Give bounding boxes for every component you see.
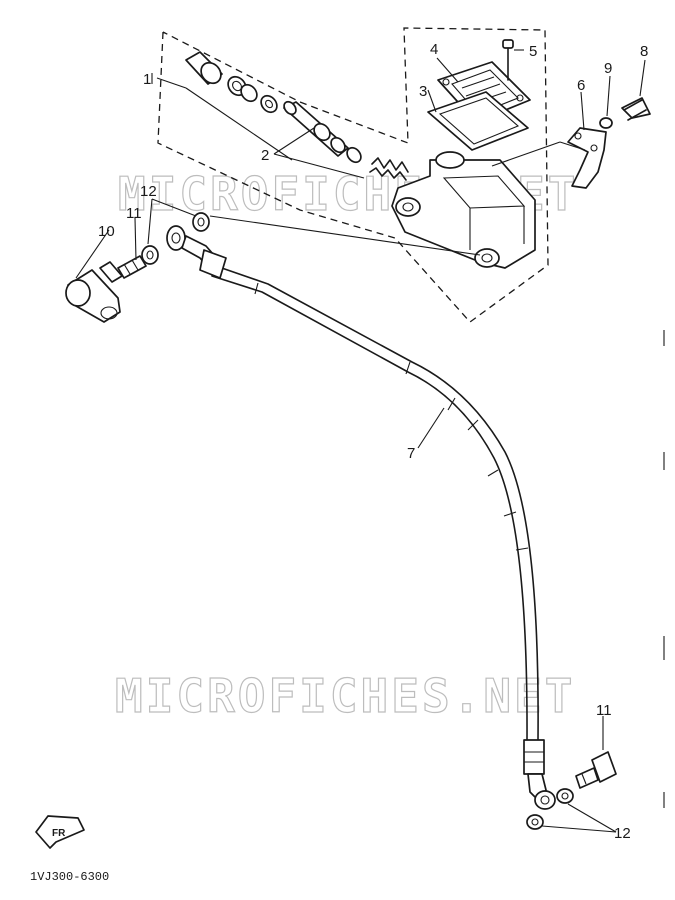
- callout-4: 4: [430, 41, 438, 58]
- banjo-fitting-bottom: [534, 790, 556, 810]
- drawing-code: 1VJ300-6300: [30, 870, 109, 884]
- callout-1: 1: [143, 71, 151, 88]
- callout-9: 9: [604, 60, 612, 77]
- reservoir-cap: [427, 61, 531, 151]
- copper-washers-bottom: [526, 788, 574, 830]
- callout-2: 2: [261, 147, 269, 164]
- assembly-1-boundary: [157, 27, 549, 323]
- callout-11-bottom: 11: [596, 702, 612, 719]
- piston-kit: [185, 51, 409, 181]
- watermark-bottom: MICROFICHES.NET: [115, 669, 575, 723]
- callout-5: 5: [529, 43, 537, 60]
- callout-11-top: 11: [126, 205, 142, 222]
- master-cylinder-holder: [567, 127, 607, 189]
- holder-bolt: [621, 97, 651, 121]
- callout-12-bottom: 12: [614, 825, 631, 842]
- union-bolt-bottom: [575, 751, 617, 789]
- cap-screw: [502, 39, 514, 81]
- front-arrow-label: FR: [52, 828, 66, 839]
- callout-12-top: 12: [140, 183, 157, 200]
- leader-lines: [75, 49, 646, 833]
- brake-hose: [199, 249, 547, 801]
- copper-washers-top: [141, 212, 210, 265]
- callout-6: 6: [577, 77, 585, 94]
- spring-washer: [599, 117, 613, 129]
- callout-7: 7: [407, 445, 415, 462]
- callout-8: 8: [640, 43, 648, 60]
- callout-10: 10: [98, 223, 115, 240]
- front-arrow-icon: FR: [35, 815, 85, 849]
- union-bolt-cover: [65, 269, 121, 323]
- callout-3: 3: [419, 83, 427, 100]
- master-cylinder-body: [391, 151, 536, 269]
- union-bolt-top: [99, 255, 147, 283]
